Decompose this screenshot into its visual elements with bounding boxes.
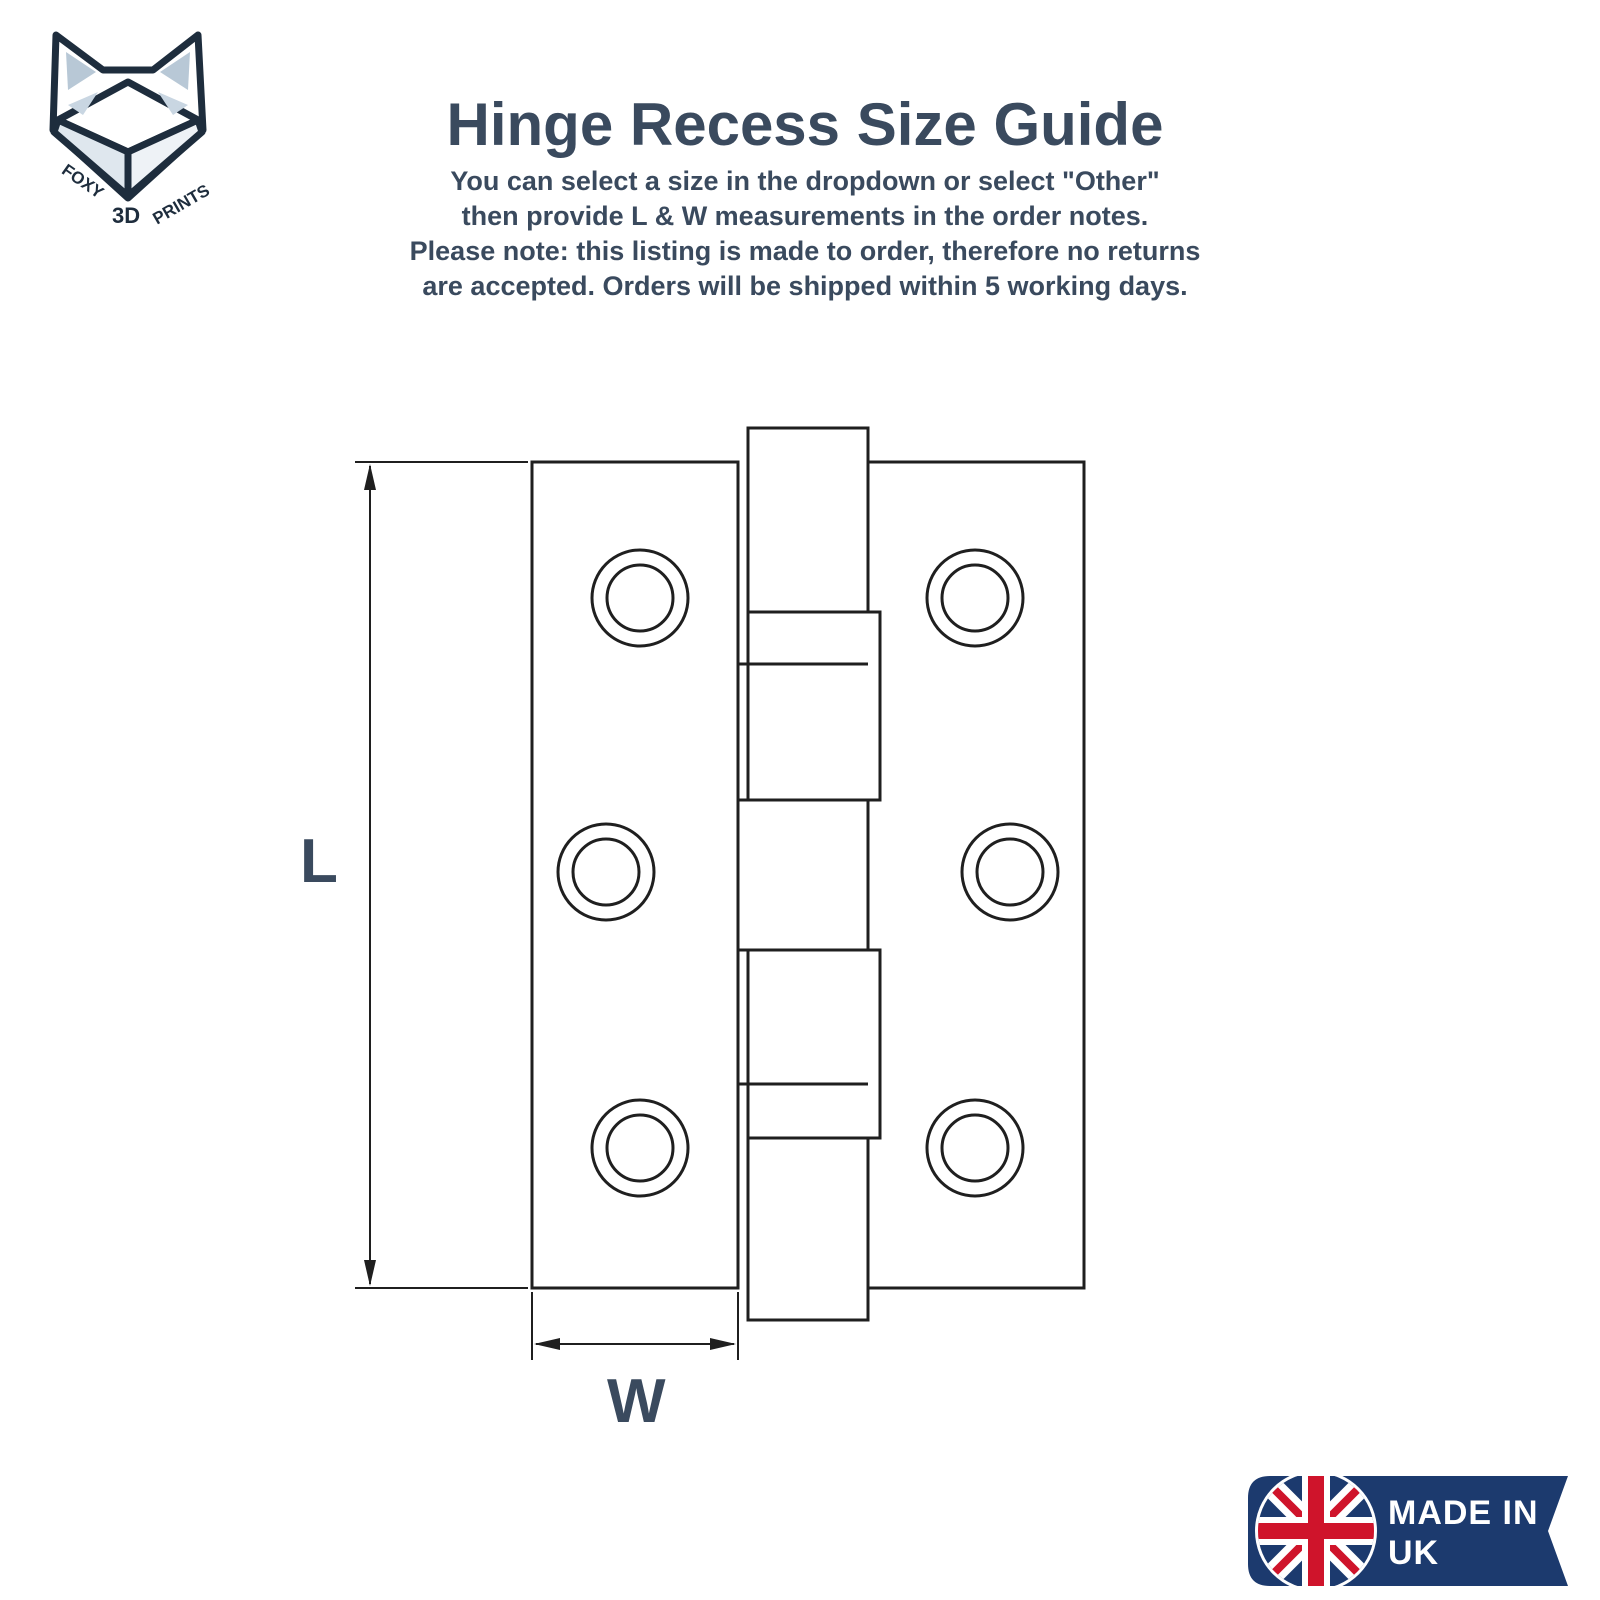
screw-hole-right-middle xyxy=(960,822,1060,922)
width-label: W xyxy=(607,1367,666,1436)
screw-hole-left-bottom xyxy=(590,1098,690,1198)
width-dimension xyxy=(531,1292,739,1360)
logo-text-3d: 3D xyxy=(112,203,140,228)
badge-line-2: UK xyxy=(1388,1534,1439,1572)
instruction-line-2: then provide L & W measurements in the o… xyxy=(461,201,1149,231)
page-title: Hinge Recess Size Guide xyxy=(446,91,1164,158)
length-label: L xyxy=(300,827,338,896)
hinge-left-leaf xyxy=(530,460,740,1290)
instruction-line-3: Please note: this listing is made to ord… xyxy=(409,236,1201,266)
instructions: You can select a size in the dropdown or… xyxy=(300,164,1310,304)
fox-head-icon xyxy=(49,31,207,202)
knuckle-segment-2 xyxy=(736,798,870,952)
screw-hole-left-middle xyxy=(556,822,656,922)
badge-line-1: MADE IN xyxy=(1388,1494,1539,1532)
screw-hole-right-top xyxy=(925,548,1025,648)
screw-hole-right-bottom xyxy=(925,1098,1025,1198)
knuckle-segment-3 xyxy=(746,948,882,1140)
instruction-line-1: You can select a size in the dropdown or… xyxy=(450,166,1160,196)
instruction-line-4: are accepted. Orders will be shipped wit… xyxy=(422,271,1188,301)
made-in-uk-badge: MADE IN UK xyxy=(1248,1476,1568,1586)
foxy-3d-prints-logo: FOXY 3D PRINTS xyxy=(49,31,213,228)
knuckle-segment-1 xyxy=(746,610,882,802)
header: Hinge Recess Size Guide You can select a… xyxy=(300,92,1310,304)
union-jack-flag-icon xyxy=(1255,1476,1377,1586)
length-dimension xyxy=(355,461,528,1289)
screw-hole-left-top xyxy=(590,548,690,648)
